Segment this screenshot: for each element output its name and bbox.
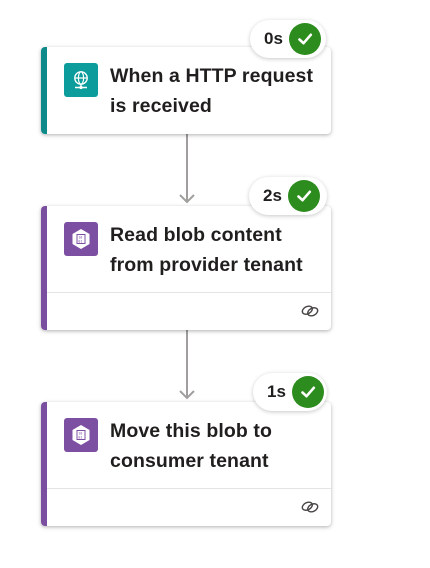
http-request-icon [64, 63, 98, 97]
card-header[interactable]: 10 01 Read blob content from provider te… [41, 206, 331, 292]
card-accent-bar [41, 402, 47, 526]
azure-blob-storage-icon: 10 01 [64, 222, 98, 256]
trigger-card-http-request[interactable]: When a HTTP request is received [41, 47, 331, 134]
action-card-read-blob[interactable]: 10 01 Read blob content from provider te… [41, 206, 331, 330]
card-accent-bar [41, 206, 47, 330]
action-card-move-blob[interactable]: 10 01 Move this blob to consumer tenant [41, 402, 331, 526]
run-status-badge: 2s [249, 177, 327, 215]
svg-text:10: 10 [78, 431, 82, 435]
card-footer [47, 292, 331, 330]
card-accent-bar [41, 47, 47, 134]
run-status-badge: 0s [250, 20, 326, 58]
connector-arrow [179, 330, 195, 400]
link-icon[interactable] [300, 498, 320, 516]
run-status-badge: 1s [253, 373, 327, 411]
card-footer [47, 488, 331, 526]
card-title: Read blob content from provider tenant [110, 224, 303, 276]
azure-blob-storage-icon: 10 01 [64, 418, 98, 452]
duration-label: 0s [264, 29, 283, 48]
success-check-icon [291, 376, 324, 408]
success-check-icon [287, 180, 320, 212]
success-check-icon [288, 23, 321, 55]
connector-arrow [179, 134, 195, 204]
svg-text:01: 01 [78, 435, 82, 439]
card-header[interactable]: 10 01 Move this blob to consumer tenant [41, 402, 331, 488]
duration-label: 2s [263, 186, 282, 205]
link-icon[interactable] [300, 302, 320, 320]
duration-label: 1s [267, 382, 286, 401]
card-title: When a HTTP request is received [110, 65, 314, 117]
card-title: Move this blob to consumer tenant [110, 420, 273, 472]
card-header[interactable]: When a HTTP request is received [41, 47, 331, 133]
svg-text:01: 01 [78, 239, 82, 243]
svg-text:10: 10 [78, 235, 82, 239]
